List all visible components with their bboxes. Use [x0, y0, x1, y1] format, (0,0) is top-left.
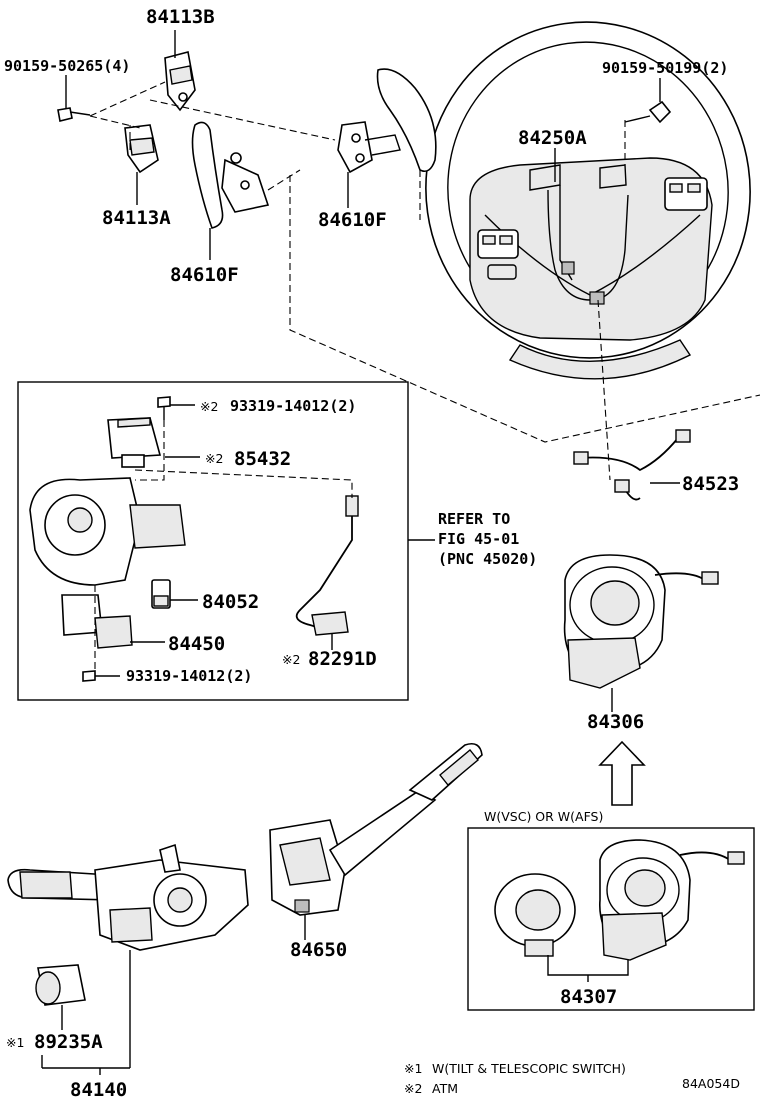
paddle-shifter-left [191, 121, 270, 229]
screws-93319 [82, 396, 171, 682]
arrow-up-icon [598, 740, 646, 806]
tilt-telescopic-switch-89235A [35, 964, 86, 1006]
ignition-switch-84052 [151, 579, 171, 609]
diagram-code: 84A054D [682, 1076, 740, 1091]
footnote1-mark: ※1 [404, 1061, 422, 1076]
footnote1-text: W(TILT & TELESCOPIC SWITCH) [432, 1061, 626, 1076]
screw-90159-50199 [624, 100, 672, 124]
leader-lines [41, 30, 680, 1075]
label-84052: 84052 [202, 591, 259, 613]
spiral-cable-84306 [563, 554, 719, 689]
footnote2-text: ATM [432, 1081, 458, 1096]
headlight-switch-84140 [7, 843, 249, 951]
steering-lock-housing [29, 477, 186, 586]
label-89235A: 89235A [34, 1031, 103, 1053]
detail-box [17, 381, 409, 701]
mark-note2-a: ※2 [200, 399, 218, 414]
footnote2-mark: ※2 [404, 1081, 422, 1096]
bracket-84113B [164, 51, 196, 112]
switch-84450 [61, 594, 133, 649]
label-84523: 84523 [682, 473, 739, 495]
refer-line2: FIG 45-01 [438, 530, 519, 548]
label-84307: 84307 [560, 986, 617, 1008]
label-93319-top: 93319-14012(2) [230, 397, 356, 415]
spiral-cable-84307 [598, 839, 745, 961]
label-84650: 84650 [290, 939, 347, 961]
label-90159-50199: 90159-50199(2) [602, 59, 728, 77]
mark-note2-c: ※2 [282, 652, 300, 667]
label-85432: 85432 [234, 448, 291, 470]
label-84250A: 84250A [518, 127, 587, 149]
refer-line3: (PNC 45020) [438, 550, 537, 568]
label-84610F-right: 84610F [318, 209, 387, 231]
mark-note2-b: ※2 [205, 451, 223, 466]
mark-note1: ※1 [6, 1035, 24, 1050]
label-82291D: 82291D [308, 648, 377, 670]
label-90159-50265: 90159-50265(4) [4, 57, 130, 75]
label-vsc-afs: W(VSC) OR W(AFS) [484, 809, 603, 824]
label-84450: 84450 [168, 633, 225, 655]
wiper-switch-84650 [269, 742, 483, 916]
screw-90159-50265 [57, 107, 91, 122]
label-84306: 84306 [587, 711, 644, 733]
label-84113B: 84113B [146, 6, 215, 28]
refer-line1: REFER TO [438, 510, 510, 528]
harness-82291D [295, 495, 359, 636]
variant-box [467, 827, 755, 1011]
label-84113A: 84113A [102, 207, 171, 229]
label-84610F-left: 84610F [170, 264, 239, 286]
label-84140: 84140 [70, 1079, 127, 1101]
key-interlock-solenoid-85432 [107, 417, 162, 468]
bracket-84113A [124, 124, 159, 174]
harness-84523 [573, 429, 691, 501]
steering-angle-sensor [494, 873, 576, 957]
steering-wheel [425, 21, 751, 380]
label-93319-bottom: 93319-14012(2) [126, 667, 252, 685]
paddle-shifter-right [337, 68, 437, 174]
